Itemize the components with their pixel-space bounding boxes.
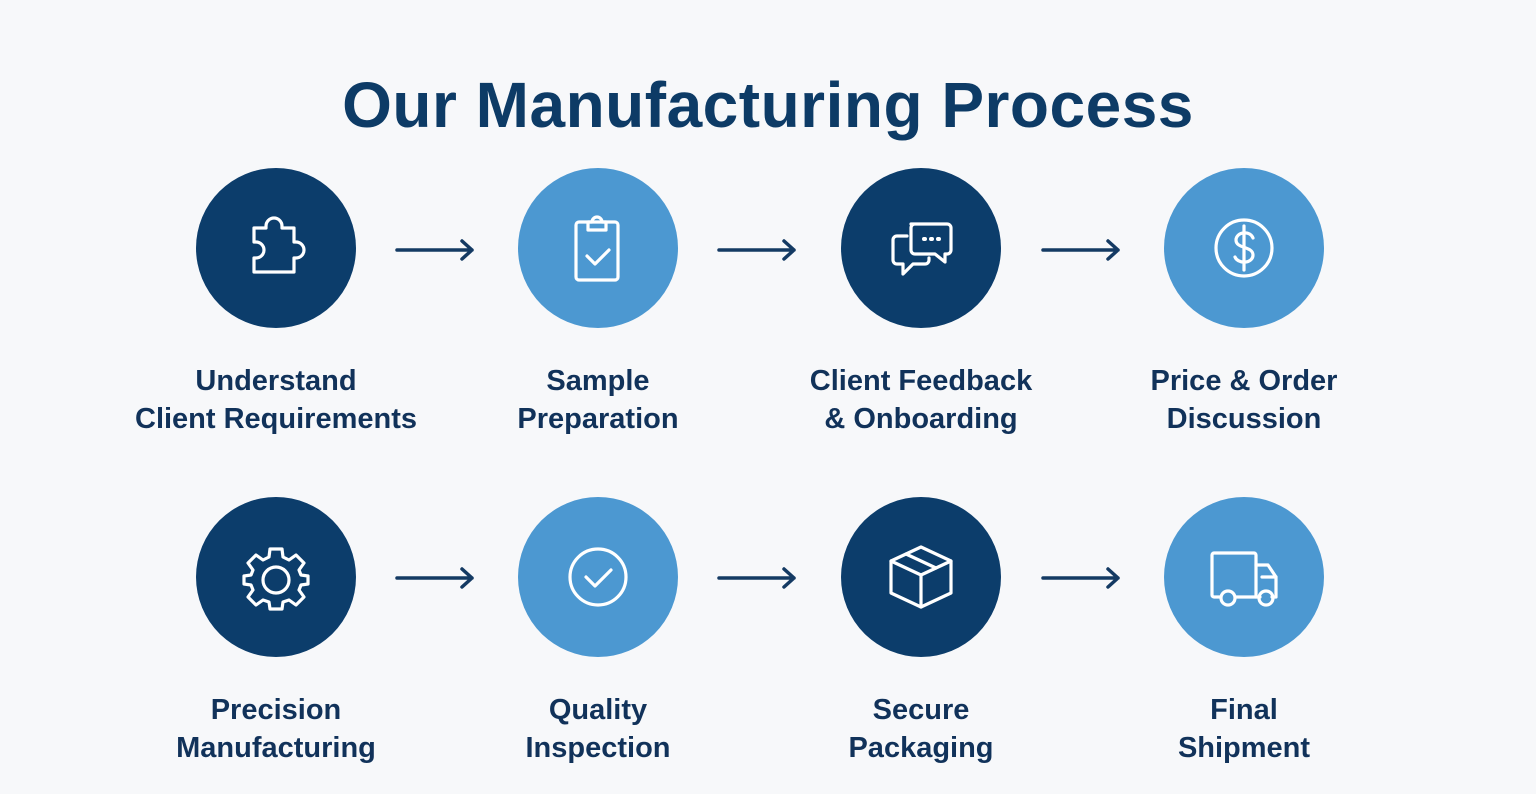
step-label: Sample Preparation bbox=[517, 365, 679, 435]
step-label: Understand Client Requirements bbox=[135, 365, 417, 435]
process-step-sample-preparation: Sample Preparation bbox=[428, 168, 768, 438]
step-circle bbox=[841, 168, 1001, 328]
process-step-price-order: Price & Order Discussion bbox=[1074, 168, 1414, 438]
step-label: Precision Manufacturing bbox=[176, 694, 376, 764]
step-circle bbox=[196, 497, 356, 657]
step-circle bbox=[841, 497, 1001, 657]
gear-icon bbox=[242, 547, 310, 611]
check-circle-icon bbox=[568, 547, 628, 607]
step-circle bbox=[196, 168, 356, 328]
chat-bubbles-icon bbox=[891, 222, 953, 276]
arrow-right-icon bbox=[394, 238, 478, 262]
process-step-understand-requirements: Understand Client Requirements bbox=[106, 168, 446, 438]
clipboard-check-icon bbox=[574, 215, 620, 282]
dollar-coin-icon bbox=[1214, 218, 1274, 278]
arrow-right-icon bbox=[716, 238, 800, 262]
step-circle bbox=[518, 497, 678, 657]
truck-icon bbox=[1210, 551, 1278, 607]
step-label: Secure Packaging bbox=[848, 694, 994, 764]
step-circle bbox=[1164, 497, 1324, 657]
step-label: Final Shipment bbox=[1177, 694, 1311, 764]
puzzle-icon bbox=[252, 216, 306, 274]
step-circle bbox=[1164, 168, 1324, 328]
step-label: Quality Inspection bbox=[525, 694, 671, 764]
page-title: Our Manufacturing Process bbox=[342, 68, 1194, 141]
process-step-final-shipment: Final Shipment bbox=[1074, 497, 1414, 767]
arrow-right-icon bbox=[394, 566, 478, 590]
step-label: Client Feedback & Onboarding bbox=[809, 365, 1033, 435]
arrow-right-icon bbox=[716, 566, 800, 590]
arrow-right-icon bbox=[1040, 566, 1124, 590]
arrow-right-icon bbox=[1040, 238, 1124, 262]
box-icon bbox=[889, 545, 953, 609]
process-step-client-feedback: Client Feedback & Onboarding bbox=[751, 168, 1091, 438]
process-step-secure-packaging: Secure Packaging bbox=[751, 497, 1091, 767]
step-circle bbox=[518, 168, 678, 328]
process-step-quality-inspection: Quality Inspection bbox=[428, 497, 768, 767]
step-label: Price & Order Discussion bbox=[1150, 365, 1338, 435]
process-step-precision-manufacturing: Precision Manufacturing bbox=[106, 497, 446, 767]
